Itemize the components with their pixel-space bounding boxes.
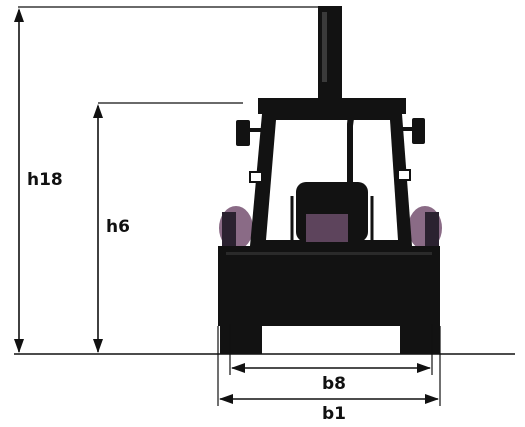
left-front-wheel bbox=[220, 320, 262, 354]
dimension-h18: h18 bbox=[14, 6, 318, 353]
mast bbox=[318, 6, 342, 98]
right-light bbox=[397, 169, 411, 181]
label-h18: h18 bbox=[27, 170, 63, 190]
dimension-b1: b1 bbox=[217, 326, 441, 424]
label-b8: b8 bbox=[322, 374, 346, 394]
dimension-h6: h6 bbox=[93, 102, 243, 353]
dimension-b8: b8 bbox=[229, 324, 433, 394]
right-mirror bbox=[412, 118, 425, 144]
backhoe-loader-front-view-icon bbox=[218, 6, 442, 354]
left-mirror bbox=[236, 120, 250, 146]
right-front-wheel bbox=[400, 320, 440, 354]
label-h6: h6 bbox=[106, 217, 130, 237]
lower-body bbox=[218, 246, 440, 326]
label-b1: b1 bbox=[322, 404, 346, 424]
cab-roof bbox=[258, 98, 406, 114]
left-light bbox=[249, 171, 263, 183]
exhaust-pipe bbox=[347, 104, 357, 186]
